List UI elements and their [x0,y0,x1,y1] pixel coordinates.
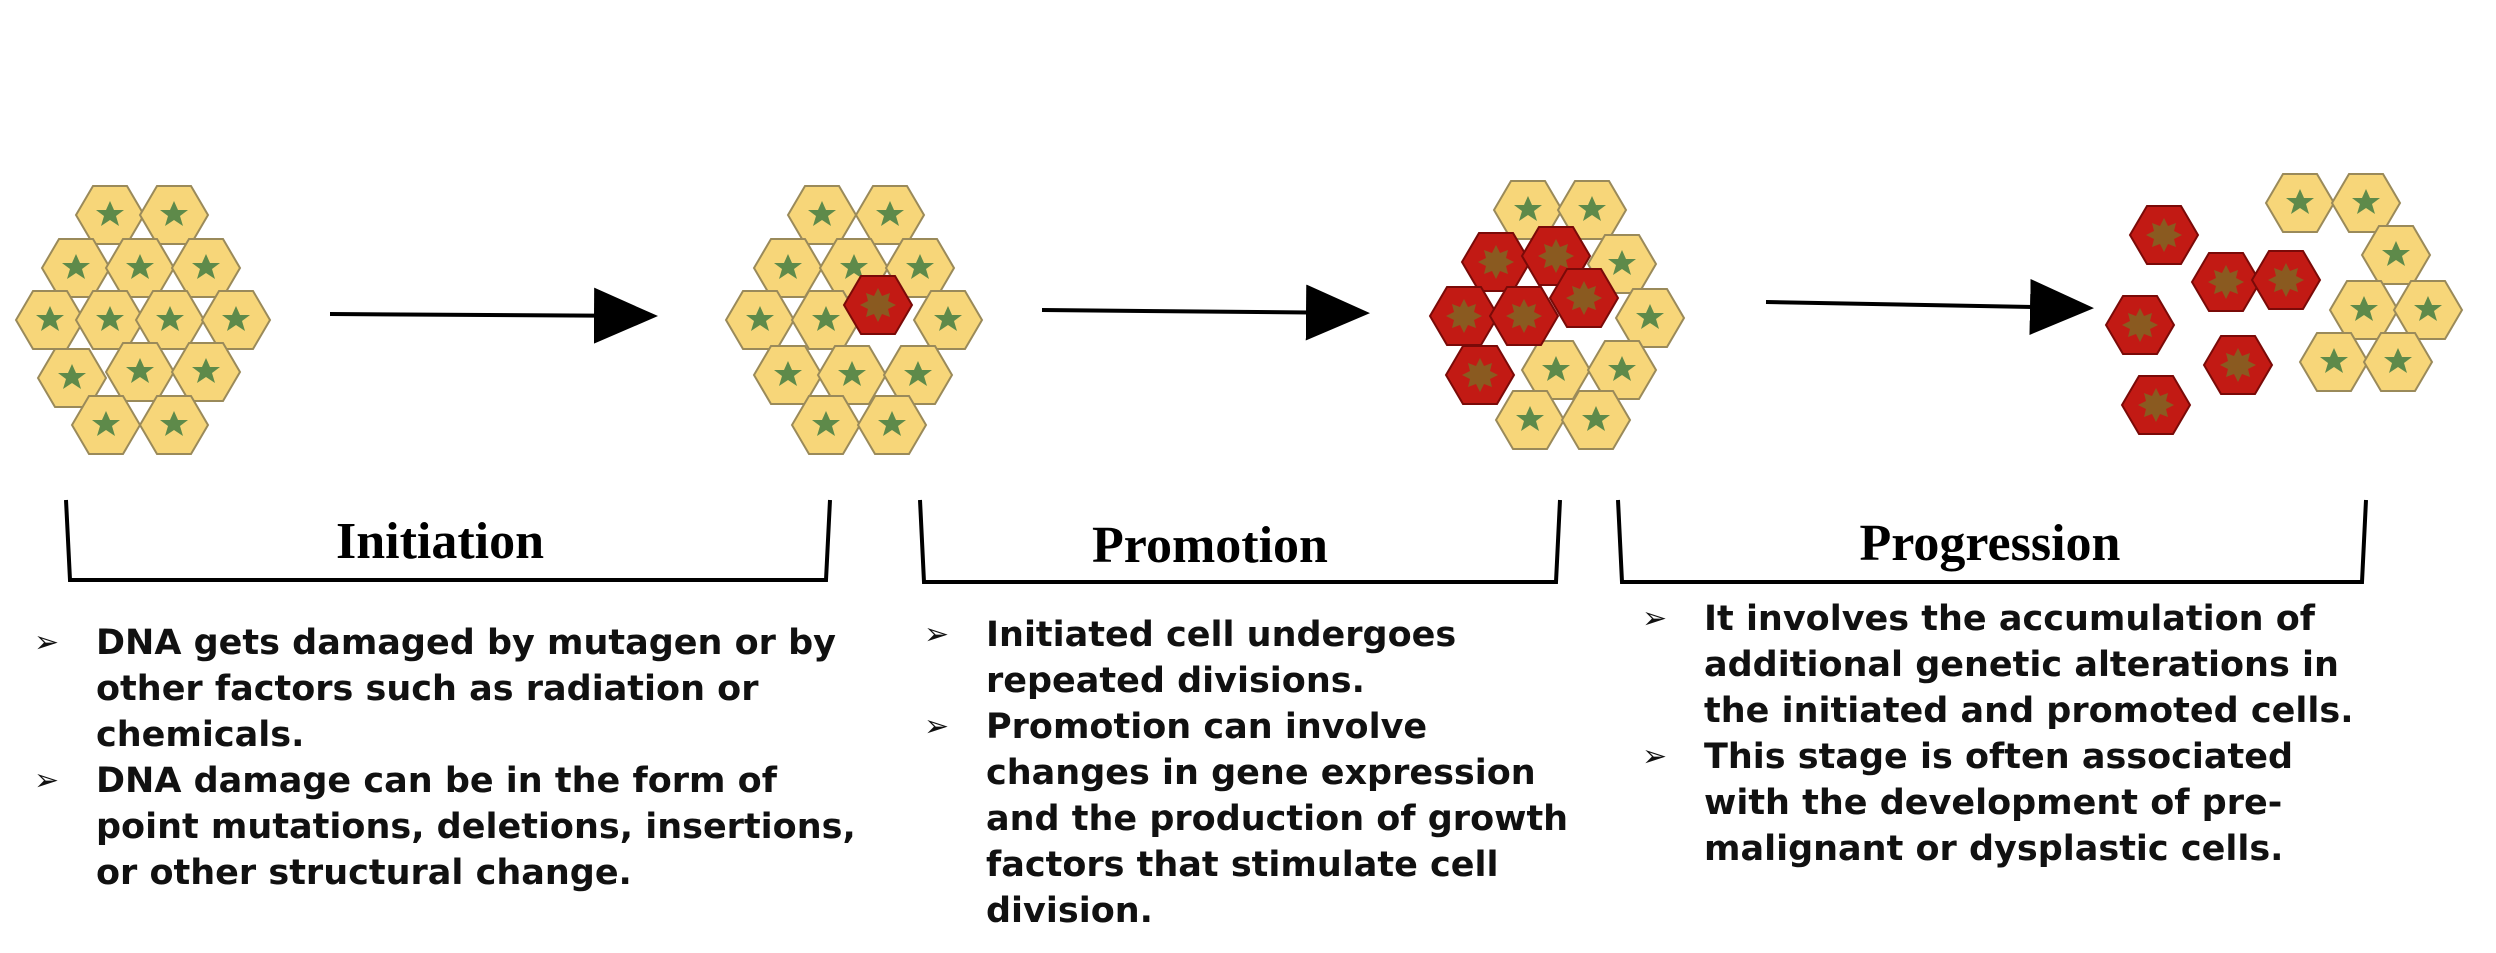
list-item: ➢ It involves the accumulation of additi… [1636,596,2356,734]
list-item: ➢ DNA damage can be in the form of point… [28,758,858,896]
bullet-text: DNA damage can be in the form of point m… [96,761,856,893]
cell-cluster-initiated [725,185,983,455]
right-arrow-icon [1041,284,1370,341]
bullet-text: Initiated cell undergoes repeated divisi… [986,615,1457,701]
arrowhead-bullet-icon: ➢ [1642,739,1668,774]
initiation-bracket [64,499,832,582]
bullet-text: It involves the accumulation of addition… [1704,599,2354,731]
right-arrow-icon [329,287,658,344]
right-arrow-icon [1765,278,2094,335]
bullet-text: Promotion can involve changes in gene ex… [986,707,1569,931]
cell-cluster-progression [2105,173,2463,435]
arrowhead-bullet-icon: ➢ [1642,601,1668,636]
stage-title-initiation: Initiation [335,513,545,570]
arrowhead-bullet-icon: ➢ [34,763,60,798]
list-item: ➢ Promotion can involve changes in gene … [918,704,1578,934]
progression-bullet-list: ➢ It involves the accumulation of additi… [1636,596,2356,872]
progression-bracket [1616,499,2368,584]
cell-cluster-normal [15,185,271,455]
promotion-bullet-list: ➢ Initiated cell undergoes repeated divi… [918,612,1578,934]
list-item: ➢ Initiated cell undergoes repeated divi… [918,612,1578,704]
promotion-bracket [918,499,1562,584]
arrowhead-bullet-icon: ➢ [924,617,950,652]
arrowhead-bullet-icon: ➢ [924,709,950,744]
list-item: ➢ This stage is often associated with th… [1636,734,2356,872]
bullet-text: DNA gets damaged by mutagen or by other … [96,623,836,755]
list-item: ➢ DNA gets damaged by mutagen or by othe… [28,620,858,758]
cell-cluster-promoted [1429,180,1685,450]
stage-title-progression: Progression [1859,515,2121,572]
initiation-bullet-list: ➢ DNA gets damaged by mutagen or by othe… [28,620,858,896]
arrowhead-bullet-icon: ➢ [34,625,60,660]
stage-title-promotion: Promotion [1092,517,1328,574]
bullet-text: This stage is often associated with the … [1704,737,2294,869]
